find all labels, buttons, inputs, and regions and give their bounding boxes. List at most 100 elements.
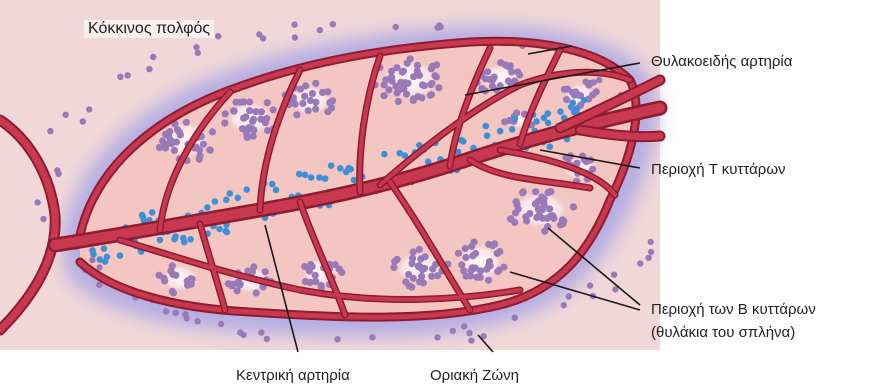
b-cell [171, 147, 178, 154]
red-pulp-cell [466, 330, 472, 336]
t-cell [308, 174, 315, 181]
b-cell [230, 107, 237, 114]
b-cell [270, 106, 277, 113]
red-pulp-cell [317, 27, 323, 33]
b-cell [264, 99, 271, 106]
t-cell [216, 226, 223, 233]
b-cell [326, 99, 333, 106]
b-cell [519, 189, 526, 196]
b-cell [541, 201, 548, 208]
red-pulp-cell [461, 323, 467, 329]
b-cell [222, 110, 229, 117]
red-pulp-cell [260, 35, 266, 41]
b-cell [196, 152, 203, 159]
b-cell [470, 238, 477, 245]
b-cell [497, 59, 504, 66]
b-cell [535, 206, 542, 213]
t-cell [381, 151, 388, 158]
b-cell [428, 80, 435, 87]
t-cell [581, 97, 588, 104]
b-cell [163, 141, 170, 148]
b-cell [431, 72, 438, 79]
t-cell [328, 162, 335, 169]
red-pulp-cell [611, 272, 617, 278]
b-cell [312, 272, 319, 279]
red-pulp-cell [587, 282, 593, 288]
b-cell [417, 255, 424, 262]
red-pulp-cell [583, 79, 589, 85]
red-pulp-cell [146, 66, 152, 72]
b-cell [262, 268, 269, 275]
b-cell [570, 203, 577, 210]
b-cell [421, 82, 428, 89]
b-cell [455, 250, 462, 257]
b-cell [307, 279, 314, 286]
marginal-zone-label: Οριακή Ζώνη [430, 366, 519, 385]
t-cell [497, 128, 504, 135]
b-cell [250, 263, 257, 270]
b-cell [248, 125, 255, 132]
red-pulp-cell [334, 336, 340, 342]
b-cell [156, 144, 163, 151]
b-cell [402, 278, 409, 285]
b-cell [221, 120, 228, 127]
b-cell [414, 62, 421, 69]
red-pulp-cell [215, 33, 221, 39]
red-pulp-cell [258, 329, 264, 335]
red-pulp-cell [330, 21, 336, 27]
b-cell [516, 71, 523, 78]
red-pulp-cell [117, 74, 123, 80]
b-cell [404, 60, 411, 67]
b-cell [209, 128, 216, 135]
b-cell [381, 81, 388, 88]
b-cell-area-sublabel: (θυλάκια του σπλήνα) [651, 323, 795, 342]
b-cell [560, 217, 567, 224]
b-cell [395, 98, 402, 105]
red-pulp-cell [648, 249, 654, 255]
b-cell [292, 101, 299, 108]
t-cell [97, 256, 104, 263]
b-cell [240, 115, 247, 122]
b-cell [252, 108, 259, 115]
b-cell [496, 248, 503, 255]
b-cell [400, 68, 407, 75]
b-cell [435, 84, 442, 91]
b-cell [485, 277, 492, 284]
t-cell [187, 236, 194, 243]
b-cell [391, 258, 398, 265]
b-cell [485, 262, 492, 269]
b-cell [228, 282, 235, 289]
red-pulp-label: Κόκκινος πολφός [84, 20, 214, 38]
red-pulp-cell [163, 308, 169, 314]
b-cell [544, 215, 551, 222]
b-cell [250, 133, 257, 140]
red-pulp-cell [54, 167, 60, 173]
b-cell [240, 98, 247, 105]
t-cell [269, 181, 276, 188]
red-pulp-cell [291, 21, 297, 27]
b-cell [462, 254, 469, 261]
red-pulp-cell [218, 321, 224, 327]
red-pulp-cell [450, 328, 456, 334]
b-cell [545, 189, 552, 196]
red-pulp-cell [468, 337, 474, 343]
b-cell [523, 217, 530, 224]
t-cell [571, 109, 578, 116]
t-cell [224, 229, 231, 236]
t-cell [316, 174, 323, 181]
red-pulp-cell [264, 336, 270, 342]
b-cell [400, 85, 407, 92]
b-cell [505, 78, 512, 85]
red-pulp-cell [566, 293, 572, 299]
red-pulp-cell [512, 315, 518, 321]
red-pulp-cell [150, 54, 156, 60]
b-cell [161, 277, 168, 284]
red-pulp-cell [34, 199, 40, 205]
red-pulp-cell [393, 24, 399, 30]
red-pulp-cell [47, 128, 53, 134]
follicular-artery-label: Θυλακοειδής αρτηρία [651, 52, 792, 71]
b-cell [312, 80, 319, 87]
t-cell [149, 209, 156, 216]
red-pulp-cell [96, 264, 102, 270]
red-pulp-cell [436, 22, 442, 28]
